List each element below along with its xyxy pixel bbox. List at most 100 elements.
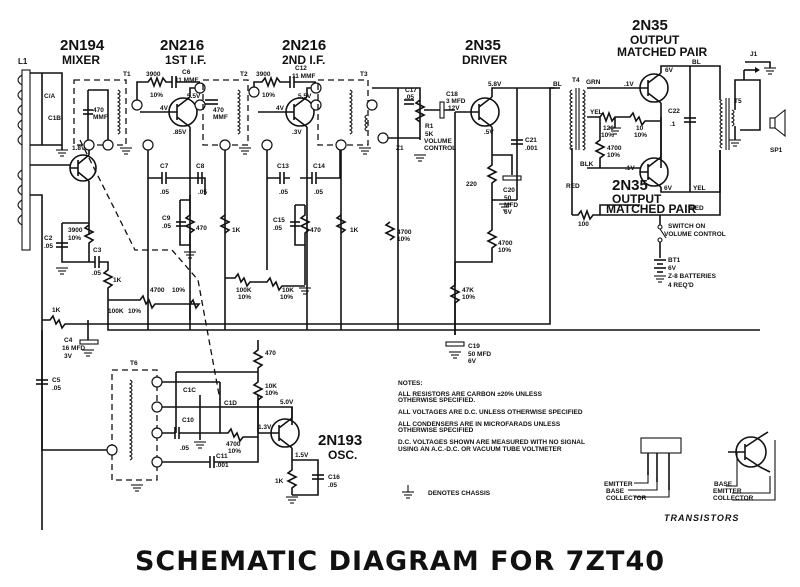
battery-switch: SWITCH ON VOLUME CONTROL BT1 6V Z-8 BATT… (653, 215, 726, 289)
component-label: .1 (670, 121, 676, 128)
notes-block: NOTES: ALL RESISTORS ARE CARBON ±20% UNL… (398, 380, 585, 499)
chassis-note: DENOTES CHASSIS (428, 490, 491, 497)
note-line: ALL CONDENSERS ARE IN MICROFARADS UNLESS (398, 421, 561, 428)
component-label: 10% (172, 287, 185, 294)
component-label: 3 MFD (446, 98, 466, 105)
output-stage: T4 BL GRN YEL BLK RED 120 10% 10 10% 470… (553, 59, 721, 228)
component-label: 1.3V (258, 424, 272, 431)
diagram-title: SCHEMATIC DIAGRAM FOR 7ZT40 (134, 546, 666, 577)
notes-heading: NOTES: (398, 380, 423, 387)
note-line: ALL VOLTAGES ARE D.C. UNLESS OTHERWISE S… (398, 409, 583, 416)
component-label: 10% (128, 308, 141, 315)
driver-stage: 5.8V .5V C21 .001 220 C20 50 MFD 6V 4700… (445, 81, 555, 365)
component-label: C1B (48, 115, 61, 122)
component-label: C6 (182, 69, 191, 76)
component-label: 100 (578, 221, 589, 228)
transistor-symbol-icon (726, 431, 776, 501)
component-label: 10% (498, 247, 511, 254)
component-label: 11 MMF (175, 77, 199, 84)
if2-stage: 3900 10% C12 11 MMF 4V 5.5V .3V C13 .05 … (253, 65, 341, 330)
component-label: SWITCH ON (668, 223, 705, 230)
component-label: 10% (68, 235, 81, 242)
component-label: 5.5V (187, 93, 201, 100)
component-label: BL (553, 81, 562, 88)
component-label: EMITTER (604, 481, 633, 488)
component-label: 5.8V (488, 81, 502, 88)
component-label: 10% (397, 236, 410, 243)
component-label: C22 (668, 108, 680, 115)
component-label: Z-8 BATTERIES (668, 273, 717, 280)
component-label: .05 (198, 189, 207, 196)
component-label: RED (566, 183, 580, 190)
component-label: .85V (173, 129, 187, 136)
component-label: 220 (466, 181, 477, 188)
component-label: 47K (462, 287, 474, 294)
component-label: BLK (580, 161, 594, 168)
component-label: 10% (280, 294, 293, 301)
component-label: C19 (468, 343, 480, 350)
component-label: 10% (462, 294, 475, 301)
component-label: MMF (213, 114, 228, 121)
chassis-ground-icon (401, 485, 415, 499)
component-label: 3900 (68, 227, 83, 234)
component-label: 4700 (226, 441, 241, 448)
osc-part: 2N193 (318, 432, 362, 449)
component-label: 470 (213, 107, 224, 114)
transformer-t3: T3 1K (317, 71, 389, 330)
component-label: C12 (295, 65, 307, 72)
component-label: BASE (714, 481, 733, 488)
component-label: .05 (162, 223, 171, 230)
driver-part: 2N35 (465, 37, 501, 54)
component-label: .001 (216, 462, 229, 469)
component-label: C16 (328, 474, 340, 481)
component-label: BT1 (668, 257, 681, 264)
component-label: T5 (734, 98, 742, 105)
component-label: BL (692, 59, 701, 66)
antenna-coil-l1: L1 C/A C1B (17, 57, 70, 530)
component-label: 50 (504, 195, 512, 202)
component-label: .05 (52, 385, 61, 392)
component-label: 6V (665, 67, 674, 74)
note-line: D.C. VOLTAGES SHOWN ARE MEASURED WITH NO… (398, 439, 585, 446)
component-label: C21 (525, 137, 537, 144)
component-label: 5K (425, 131, 434, 138)
component-label: 470 (265, 350, 276, 357)
component-label: 10% (634, 132, 647, 139)
component-label: MMF (93, 114, 108, 121)
component-label: R1 (425, 123, 434, 130)
component-label: 120 (603, 125, 614, 132)
component-label: T6 (130, 360, 138, 367)
transistor-key: EMITTER BASE COLLECTOR BASE EMITTER COLL… (604, 431, 776, 523)
component-label: SP1 (770, 147, 783, 154)
component-label: 4V (160, 105, 169, 112)
component-label: .05 (273, 225, 282, 232)
component-label: 470 (93, 107, 104, 114)
note-line: ALL RESISTORS ARE CARBON ±20% UNLESS (398, 391, 543, 398)
component-label: C7 (160, 163, 169, 170)
component-label: COLLECTOR (713, 495, 754, 502)
component-label: VOLUME (424, 138, 452, 145)
component-label: C10 (182, 417, 194, 424)
component-label: 1K (113, 277, 122, 284)
component-label: C11 (216, 453, 228, 460)
component-label: C20 (503, 187, 515, 194)
out-bot-role2: MATCHED PAIR (606, 202, 697, 216)
if1-role: 1ST I.F. (165, 53, 206, 67)
component-label: 3V (64, 353, 73, 360)
component-label: 6V (664, 185, 673, 192)
component-label: 10K (265, 383, 277, 390)
note-line: USING AN A.C.-D.C. OR VACUUM TUBE VOLTME… (398, 446, 562, 453)
component-label: 10 (636, 125, 644, 132)
component-label: 10% (262, 92, 275, 99)
if1-part: 2N216 (160, 37, 204, 54)
component-label: 11 MMF (292, 73, 316, 80)
transformer-t1: T1 470 MMF (73, 71, 154, 155)
component-label: 5.5V (298, 93, 312, 100)
component-label: MFD (504, 202, 518, 209)
if-bias-network: C9 .05 470 100K 10% 10K 10% C15 .05 470 … (79, 139, 412, 401)
component-label: .1V (624, 81, 634, 88)
component-label: C8 (196, 163, 205, 170)
component-label: 3900 (256, 71, 271, 78)
component-label: C1D (224, 400, 237, 407)
